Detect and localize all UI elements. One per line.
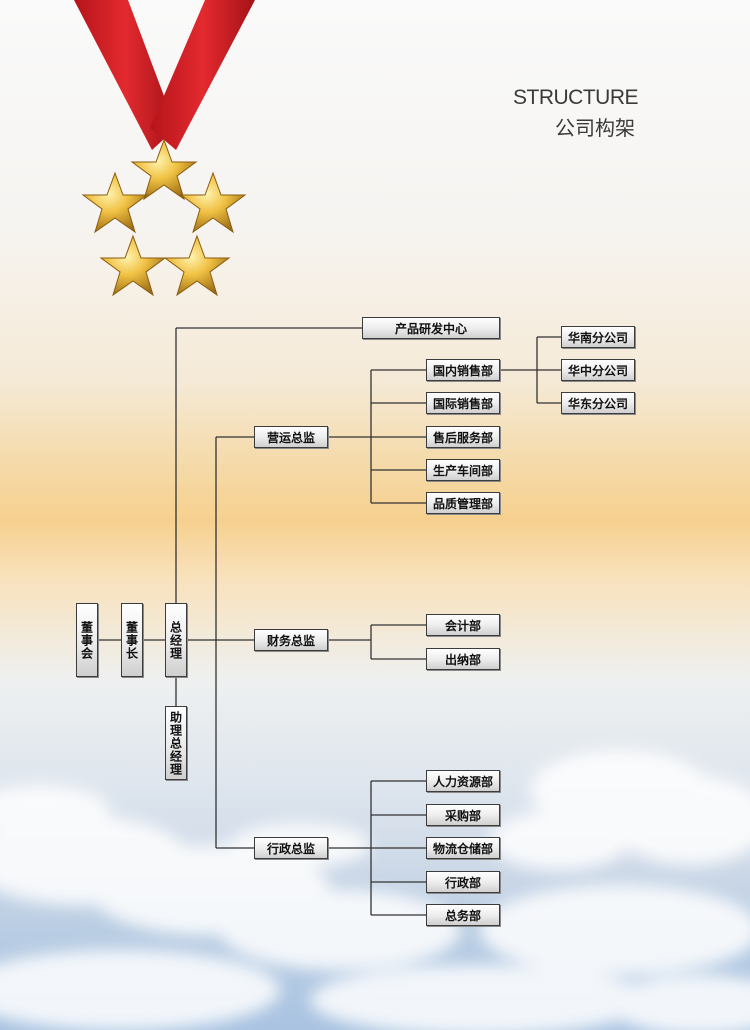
branch-central-china: 华中分公司 (561, 359, 635, 381)
dept-logistics: 物流仓储部 (426, 837, 500, 859)
dept-quality: 品质管理部 (426, 492, 500, 514)
admin-director-box: 行政总监 (254, 837, 328, 859)
title-english: STRUCTURE (513, 86, 639, 109)
dept-general-affairs: 总务部 (426, 904, 500, 926)
rd-center-box: 产品研发中心 (362, 317, 500, 339)
title-chinese: 公司构架 (555, 116, 635, 140)
board-box: 董事会 (76, 603, 98, 677)
dept-accounting: 会计部 (426, 614, 500, 636)
dept-production: 生产车间部 (426, 459, 500, 481)
chairman-box: 董事长 (121, 603, 143, 677)
dept-domestic-sales: 国内销售部 (426, 359, 500, 381)
dept-cashier: 出纳部 (426, 648, 500, 670)
branch-south-china: 华南分公司 (561, 326, 635, 348)
dept-after-sales: 售后服务部 (426, 426, 500, 448)
medal-stars-icon (74, 0, 255, 297)
dept-hr: 人力资源部 (426, 770, 500, 792)
finance-director-box: 财务总监 (254, 629, 328, 651)
ops-director-box: 营运总监 (254, 426, 328, 448)
dept-purchasing: 采购部 (426, 804, 500, 826)
dept-administration: 行政部 (426, 871, 500, 893)
assistant-gm-box: 助理总经理 (165, 706, 187, 780)
dept-intl-sales: 国际销售部 (426, 392, 500, 414)
branch-east-china: 华东分公司 (561, 392, 635, 414)
general-manager-box: 总经理 (165, 603, 187, 677)
